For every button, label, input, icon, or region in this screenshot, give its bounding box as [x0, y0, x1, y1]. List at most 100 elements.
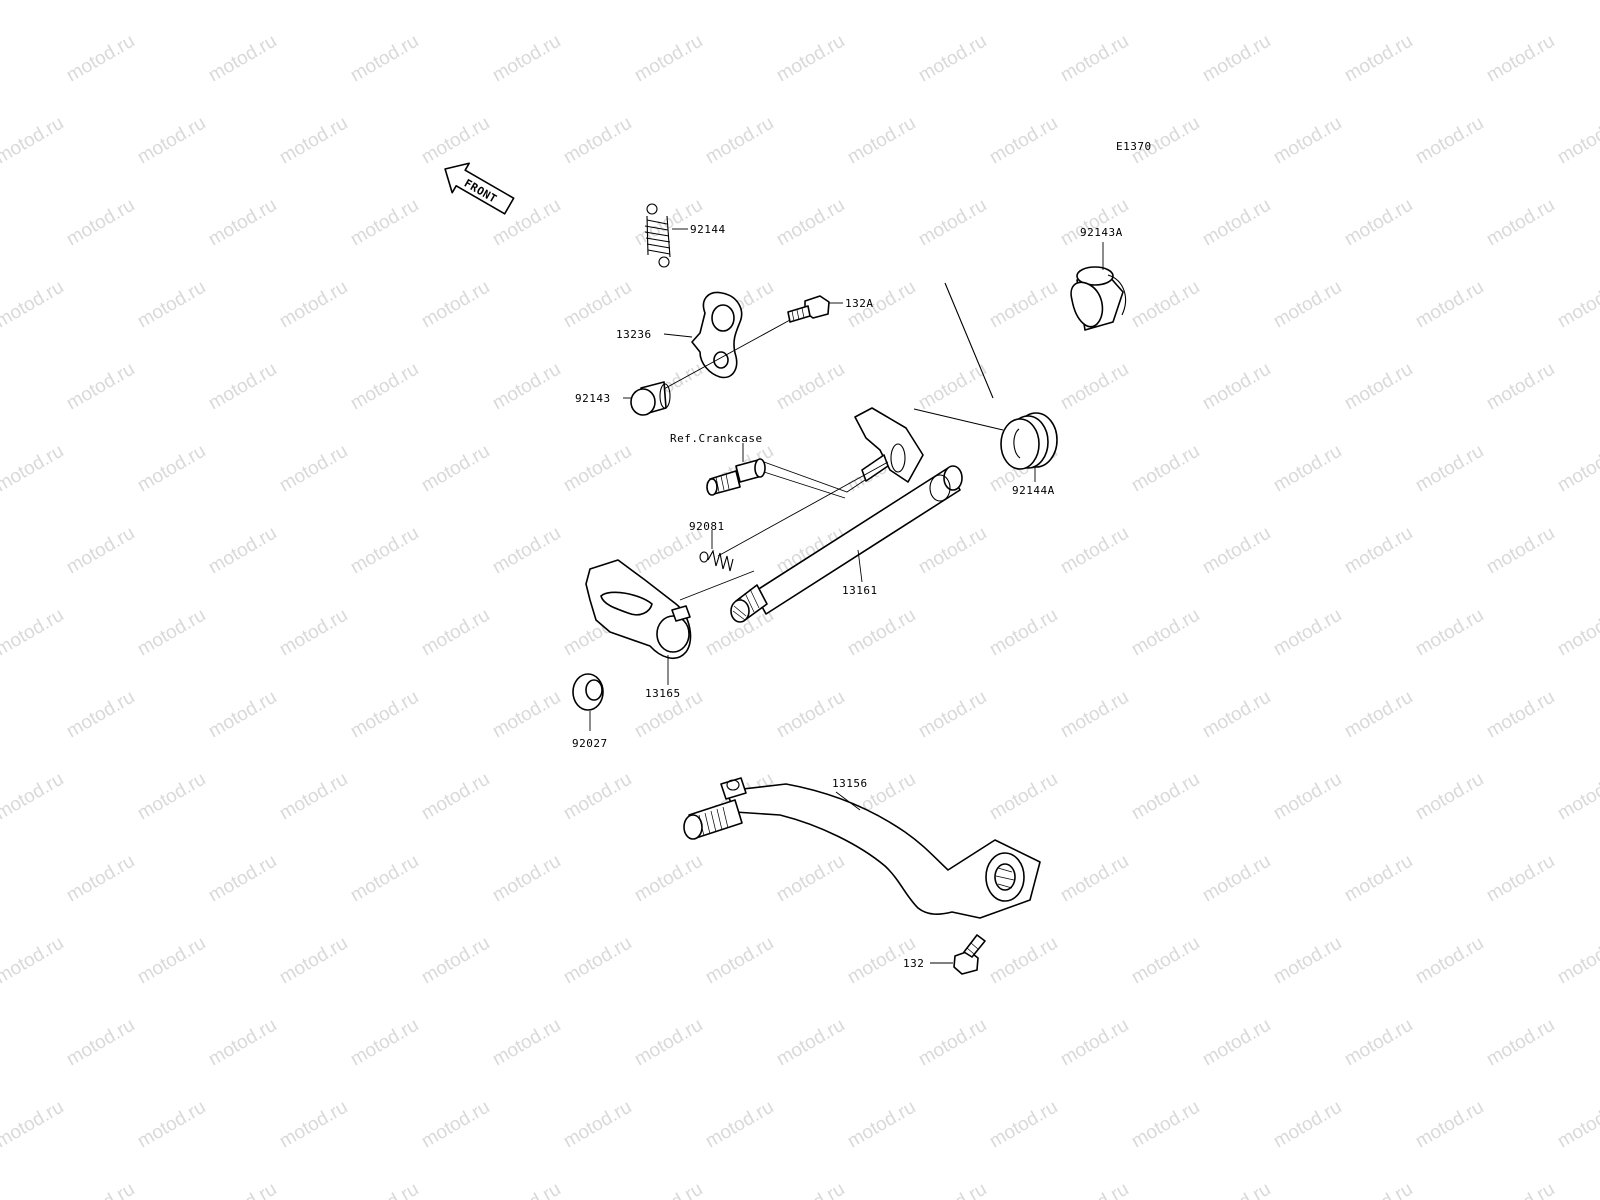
watermark-text: motod.ru — [134, 605, 209, 661]
watermark-text: motod.ru — [347, 523, 422, 579]
watermark-text: motod.ru — [1483, 195, 1558, 251]
watermark-text: motod.ru — [0, 441, 67, 497]
watermark-text: motod.ru — [418, 0, 493, 4]
watermark-text: motod.ru — [560, 769, 635, 825]
watermark-text: motod.ru — [1199, 687, 1274, 743]
watermark-text: motod.ru — [418, 113, 493, 169]
watermark-text: motod.ru — [418, 769, 493, 825]
watermark-text: motod.ru — [1270, 113, 1345, 169]
callout-92027: 92027 — [572, 737, 608, 750]
watermark-text: motod.ru — [1128, 277, 1203, 333]
watermark-text: motod.ru — [773, 851, 848, 907]
watermark-text: motod.ru — [1270, 605, 1345, 661]
watermark-text: motod.ru — [1483, 687, 1558, 743]
watermark-text: motod.ru — [1341, 359, 1416, 415]
watermark-text: motod.ru — [205, 687, 280, 743]
watermark-text: motod.ru — [1412, 277, 1487, 333]
watermark-text: motod.ru — [276, 769, 351, 825]
watermark-text: motod.ru — [1554, 933, 1600, 989]
watermark-text: motod.ru — [1270, 0, 1345, 4]
watermark-text: motod.ru — [560, 1097, 635, 1153]
watermark-text: motod.ru — [1128, 605, 1203, 661]
part-132A-bolt — [787, 295, 830, 323]
watermark-text: motod.ru — [0, 933, 67, 989]
watermark-text: motod.ru — [1341, 687, 1416, 743]
watermark-text: motod.ru — [773, 31, 848, 87]
callout-132A: 132A — [845, 297, 874, 310]
watermark-text: motod.ru — [276, 277, 351, 333]
watermark-text: motod.ru — [560, 441, 635, 497]
watermark-text: motod.ru — [1057, 851, 1132, 907]
watermark-text: motod.ru — [0, 277, 67, 333]
watermark-text: motod.ru — [347, 359, 422, 415]
diagram-code: E1370 — [1116, 140, 1152, 153]
watermark-text: motod.ru — [1341, 1015, 1416, 1071]
watermark-text: motod.ru — [1412, 0, 1487, 4]
watermark-text: motod.ru — [1554, 0, 1600, 4]
watermark-text: motod.ru — [1199, 31, 1274, 87]
watermark-text: motod.ru — [1057, 195, 1132, 251]
watermark-text: motod.ru — [1057, 523, 1132, 579]
watermark-text: motod.ru — [63, 851, 138, 907]
watermark-text: motod.ru — [773, 687, 848, 743]
callout-13161: 13161 — [842, 584, 878, 597]
watermark-text: motod.ru — [1270, 441, 1345, 497]
watermark-text: motod.ru — [773, 1015, 848, 1071]
watermark-text: motod.ru — [1270, 277, 1345, 333]
watermark-text: motod.ru — [1412, 1097, 1487, 1153]
watermark-text: motod.ru — [844, 113, 919, 169]
watermark-text: motod.ru — [418, 1097, 493, 1153]
watermark-text: motod.ru — [134, 933, 209, 989]
part-crankcase-pin — [706, 458, 766, 496]
callout-92144A: 92144A — [1012, 484, 1055, 497]
part-92143-collar — [630, 381, 671, 416]
front-arrow-icon: FRONT — [444, 162, 515, 215]
assembly-line-132A — [661, 319, 791, 391]
watermark-text: motod.ru — [1554, 113, 1600, 169]
watermark-text: motod.ru — [1199, 195, 1274, 251]
watermark-text: motod.ru — [489, 1015, 564, 1071]
watermark-text: motod.ru — [915, 31, 990, 87]
watermark-text: motod.ru — [1270, 769, 1345, 825]
part-92144A-spring — [913, 282, 1058, 470]
part-13236-plate — [691, 291, 743, 379]
watermark-text: motod.ru — [63, 31, 138, 87]
part-92027-washer — [572, 673, 604, 711]
watermark-text: motod.ru — [489, 359, 564, 415]
watermark-text: motod.ru — [1128, 441, 1203, 497]
watermark-text: motod.ru — [1554, 769, 1600, 825]
watermark-text: motod.ru — [1057, 1179, 1132, 1200]
watermark-text: motod.ru — [347, 1179, 422, 1200]
watermark-text: motod.ru — [631, 1015, 706, 1071]
part-92144-spring — [644, 203, 671, 268]
watermark-text: motod.ru — [134, 113, 209, 169]
watermark-text: motod.ru — [773, 195, 848, 251]
watermark-text: motod.ru — [1483, 359, 1558, 415]
watermark-text: motod.ru — [1199, 851, 1274, 907]
watermark-text: motod.ru — [205, 1015, 280, 1071]
watermark-text: motod.ru — [986, 605, 1061, 661]
watermark-text: motod.ru — [773, 359, 848, 415]
watermark-text: motod.ru — [134, 769, 209, 825]
watermark-text: motod.ru — [1270, 1097, 1345, 1153]
part-13165-arm — [585, 559, 692, 660]
watermark-text: motod.ru — [702, 1097, 777, 1153]
assembly-line-92081 — [717, 461, 889, 557]
watermark-text: motod.ru — [560, 0, 635, 4]
watermark-text: motod.ru — [986, 0, 1061, 4]
watermark-text: motod.ru — [1199, 523, 1274, 579]
watermark-text: motod.ru — [489, 687, 564, 743]
watermark-text: motod.ru — [134, 441, 209, 497]
callout-13236: 13236 — [616, 328, 652, 341]
watermark-text: motod.ru — [63, 359, 138, 415]
part-92143A-collar — [1070, 266, 1126, 331]
watermark-text: motod.ru — [1128, 1097, 1203, 1153]
watermark-text: motod.ru — [1341, 31, 1416, 87]
watermark-text: motod.ru — [1412, 933, 1487, 989]
watermark-text: motod.ru — [63, 523, 138, 579]
watermark-text: motod.ru — [205, 523, 280, 579]
watermark-text: motod.ru — [1554, 1097, 1600, 1153]
watermark-text: motod.ru — [1199, 359, 1274, 415]
watermark-text: motod.ru — [560, 933, 635, 989]
